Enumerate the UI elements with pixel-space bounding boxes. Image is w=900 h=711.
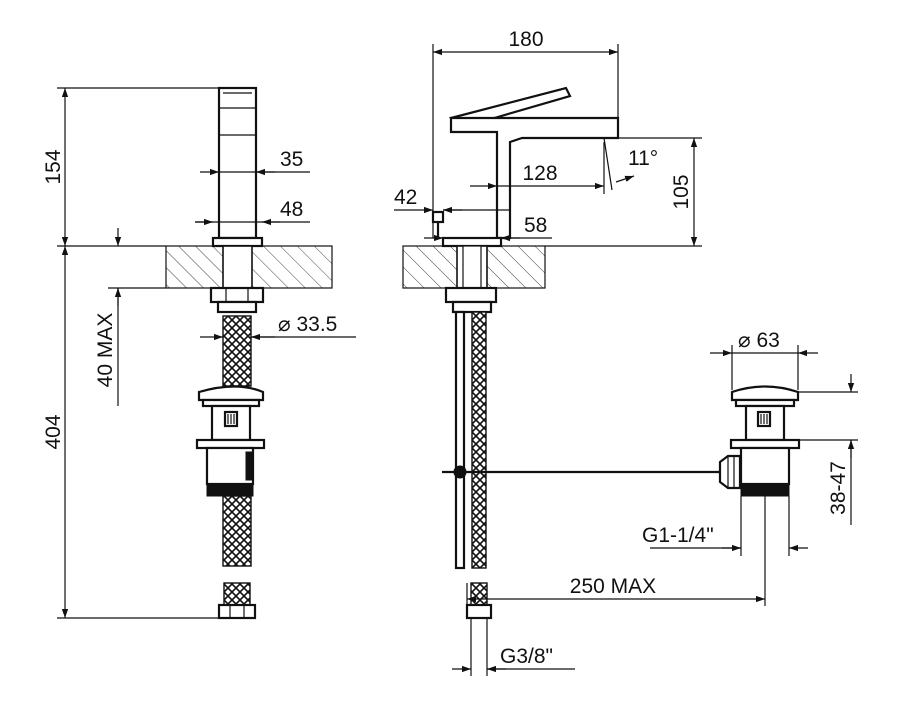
dim-spout-length: 180 xyxy=(508,28,543,51)
dim-base-width: 48 xyxy=(280,198,303,221)
side-view: 180 128 11° 105 42 58 ⌀ 63 xyxy=(394,28,858,676)
dim-hose-diameter: ⌀ 33.5 xyxy=(278,313,337,336)
dim-rod-offset: 42 xyxy=(394,186,417,209)
fixing-nut-front xyxy=(209,286,265,304)
faucet-body-front xyxy=(217,86,258,240)
dim-max-deck-thickness: 40 MAX xyxy=(94,313,117,388)
faucet-base-side xyxy=(441,236,503,248)
dim-body-width: 35 xyxy=(280,148,303,171)
fixing-nut-side xyxy=(444,286,498,304)
faucet-base-front xyxy=(211,236,264,248)
dim-spout-height: 105 xyxy=(670,174,693,209)
faucet-spout-side xyxy=(449,116,620,240)
dim-plug-diameter: ⌀ 63 xyxy=(738,329,780,352)
front-view: 154 404 40 MAX 35 48 ⌀ 33.5 xyxy=(42,86,356,620)
dim-total-height-top: 154 xyxy=(42,149,65,184)
dim-spout-reach: 128 xyxy=(522,162,557,185)
braided-hose-front xyxy=(222,315,252,387)
dim-base-depth: 58 xyxy=(524,214,547,237)
dim-lever-angle: 11° xyxy=(628,147,658,170)
dim-waste-thread: G1-1/4" xyxy=(642,524,714,547)
dim-total-height-bottom: 404 xyxy=(42,414,65,449)
dim-pop-up-range: 38-47 xyxy=(827,461,850,515)
braided-hose-side xyxy=(471,311,487,569)
dim-max-rod-length: 250 MAX xyxy=(570,575,656,598)
dim-inlet-thread: G3/8" xyxy=(500,645,553,668)
